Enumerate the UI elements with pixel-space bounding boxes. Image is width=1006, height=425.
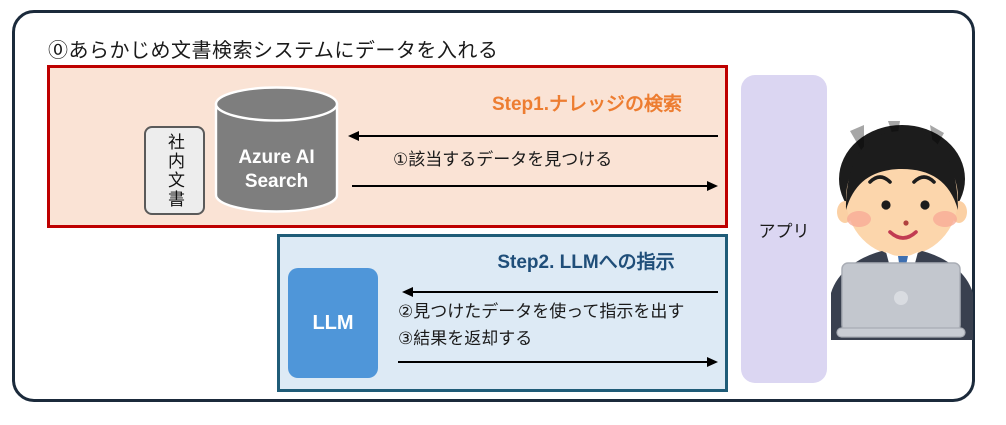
step1-title: Step1.ナレッジの検索 (491, 94, 683, 115)
internal-docs-node: 社内文書 (144, 126, 205, 215)
arrow-left-head-icon (348, 131, 359, 141)
database-icon (214, 86, 339, 213)
arrow-line (352, 185, 709, 187)
app-node-label: アプリ (758, 221, 810, 241)
arrow-line (357, 135, 718, 137)
arrow-line (411, 291, 718, 293)
app-node: アプリ (741, 75, 827, 383)
arrow2-label: ②見つけたデータを使って指示を出す (398, 302, 685, 321)
arrow3-label: ③結果を返却する (398, 329, 533, 348)
arrow1-label: ①該当するデータを見つける (393, 150, 613, 169)
search-node-label: Azure AI Search (214, 146, 339, 194)
internal-docs-label: 社内文書 (165, 132, 184, 209)
search-node-label-line1: Azure AI (238, 147, 315, 168)
arrow-right-head-icon (707, 357, 718, 367)
arrow-app-to-llm (402, 287, 718, 297)
arrow-search-to-app (352, 181, 718, 191)
step2-title: Step2. LLMへの指示 (497, 252, 675, 273)
arrow-llm-to-app (398, 357, 718, 367)
arrow-right-head-icon (707, 181, 718, 191)
llm-node: LLM (288, 268, 378, 378)
business-person-icon (831, 121, 973, 340)
arrow-line (398, 361, 709, 363)
llm-node-label: LLM (312, 311, 354, 334)
arrow-left-head-icon (402, 287, 413, 297)
step0-label: ⓪あらかじめ文書検索システムにデータを入れる (48, 40, 499, 62)
search-node-label-line2: Search (244, 171, 309, 192)
arrow-app-to-search (348, 131, 718, 141)
fringe (846, 131, 958, 210)
